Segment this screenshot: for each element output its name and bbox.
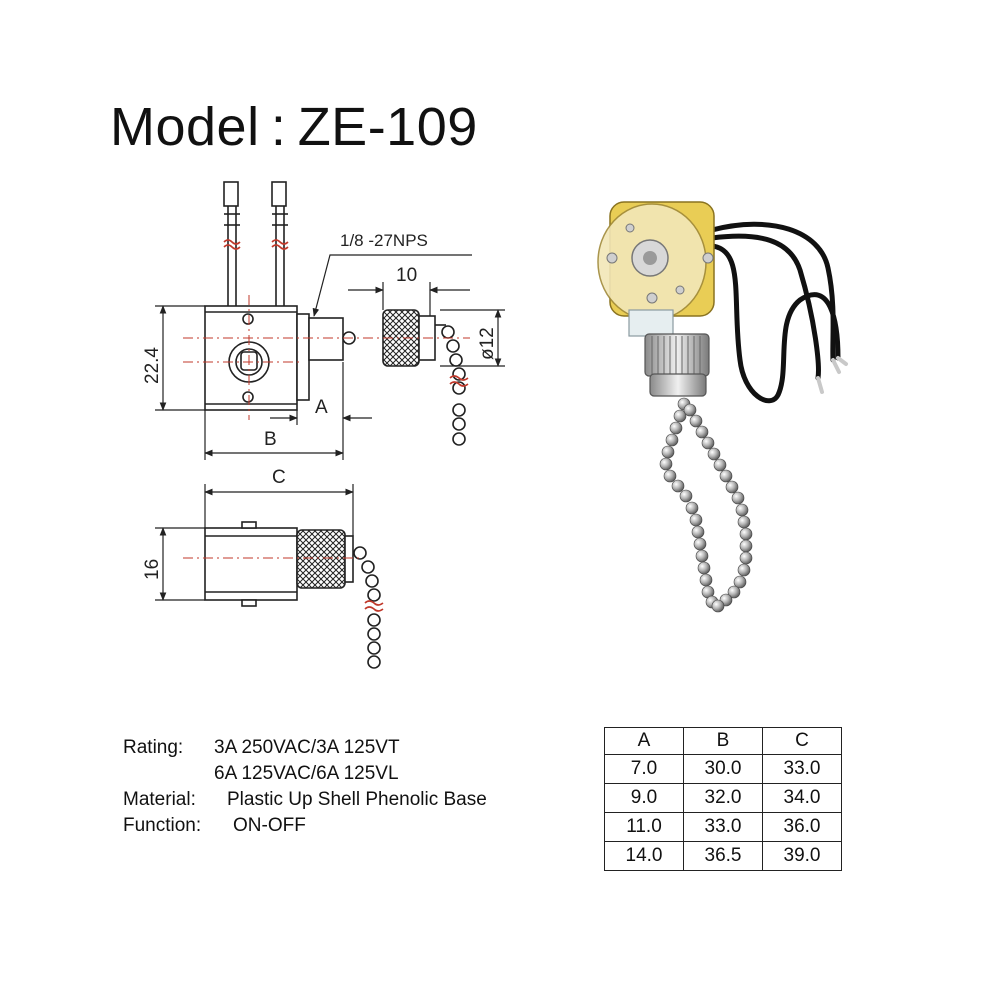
table-header-c: C bbox=[762, 727, 842, 755]
dim-c-label: C bbox=[272, 467, 286, 488]
pull-chain bbox=[441, 325, 469, 446]
table-cell: 14.0 bbox=[604, 841, 684, 871]
front-view bbox=[204, 181, 469, 446]
front-dimensions bbox=[155, 254, 505, 460]
function-row: Function: ON-OFF bbox=[123, 815, 306, 836]
rating-value-2: 6A 125VAC/6A 125VL bbox=[214, 763, 399, 784]
dimension-table: A B C 7.0 30.0 33.0 9.0 32.0 34.0 11.0 3… bbox=[604, 727, 842, 871]
dim-b-label: B bbox=[264, 429, 277, 450]
side-view bbox=[204, 521, 384, 669]
material-value: Plastic Up Shell Phenolic Base bbox=[227, 789, 487, 810]
knob-length-label: 10 bbox=[396, 265, 417, 286]
material-label: Material: bbox=[123, 789, 196, 810]
table-row: 7.0 30.0 33.0 bbox=[604, 754, 842, 784]
lead-wires bbox=[223, 181, 289, 306]
table-cell: 36.5 bbox=[683, 841, 763, 871]
black-wires bbox=[709, 221, 841, 404]
knob-diameter-label: ø12 bbox=[477, 327, 498, 360]
function-value: ON-OFF bbox=[233, 815, 306, 836]
product-photo bbox=[597, 201, 848, 613]
thread-label: 1/8 -27NPS bbox=[340, 231, 428, 250]
height-label: 22.4 bbox=[142, 347, 163, 384]
table-cell: 33.0 bbox=[762, 754, 842, 784]
table-cell: 9.0 bbox=[604, 783, 684, 813]
table-cell: 34.0 bbox=[762, 783, 842, 813]
table-cell: 11.0 bbox=[604, 812, 684, 842]
table-row: 14.0 36.5 39.0 bbox=[604, 841, 842, 871]
table-cell: 33.0 bbox=[683, 812, 763, 842]
knurled-nut bbox=[644, 333, 710, 377]
dim-a-label: A bbox=[315, 397, 328, 418]
table-cell: 39.0 bbox=[762, 841, 842, 871]
function-label: Function: bbox=[123, 815, 202, 836]
side-dimensions bbox=[155, 484, 354, 601]
table-header-row: A B C bbox=[604, 727, 842, 755]
table-cell: 7.0 bbox=[604, 754, 684, 784]
depth-label: 16 bbox=[142, 559, 163, 580]
rating-label: Rating: bbox=[123, 737, 184, 758]
pull-chain-side bbox=[353, 546, 384, 669]
table-cell: 36.0 bbox=[762, 812, 842, 842]
table-row: 11.0 33.0 36.0 bbox=[604, 812, 842, 842]
table-row: 9.0 32.0 34.0 bbox=[604, 783, 842, 813]
table-cell: 30.0 bbox=[683, 754, 763, 784]
material-row: Material: Plastic Up Shell Phenolic Base bbox=[123, 789, 487, 810]
table-header-b: B bbox=[683, 727, 763, 755]
table-cell: 32.0 bbox=[683, 783, 763, 813]
rating-value-1: 3A 250VAC/3A 125VT bbox=[214, 737, 400, 758]
bead-chain bbox=[659, 397, 753, 613]
page-title: Model : ZE-109 bbox=[110, 97, 478, 157]
table-header-a: A bbox=[604, 727, 684, 755]
center-lines bbox=[183, 295, 470, 420]
rating-row: Rating: 3A 250VAC/3A 125VT bbox=[123, 737, 400, 758]
wire-tips bbox=[816, 356, 848, 394]
